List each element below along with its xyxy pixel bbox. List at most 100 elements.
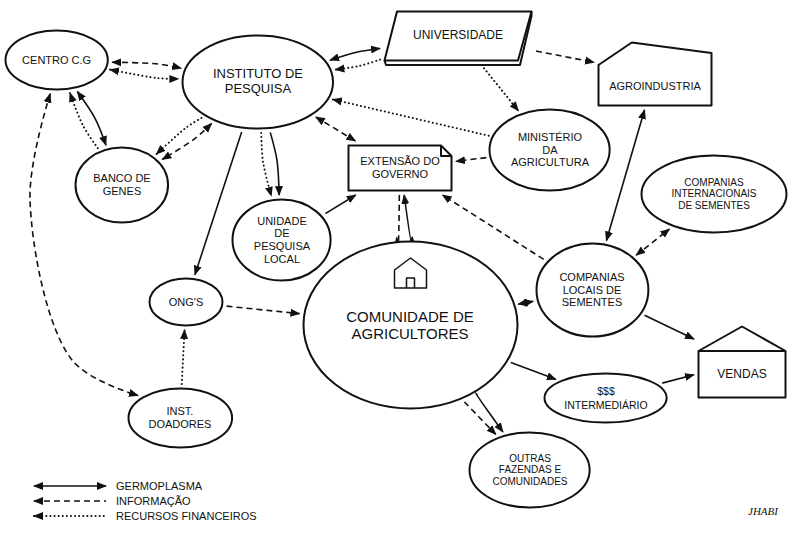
university-book: UNIVERSIDADE xyxy=(383,10,533,62)
germplasm-arrow xyxy=(404,195,412,246)
germplasm-arrow xyxy=(662,375,694,383)
funding-arrow xyxy=(156,118,201,154)
information-arrow xyxy=(536,51,594,62)
center-circle: CENTRO C.G xyxy=(4,29,109,91)
institute-circle: INSTITUTO DE PESQUISA xyxy=(181,34,335,130)
book-outline xyxy=(385,12,532,61)
node-label: UNIVERSIDADE xyxy=(413,29,503,43)
ngo-circle: ONG'S xyxy=(148,277,224,327)
node-label: BANCO DE GENES xyxy=(91,172,153,197)
information-arrow xyxy=(227,306,300,313)
node-label: UNIDADE DE PESQUISA LOCAL xyxy=(249,215,315,266)
legend-row: GERMOPLASMA xyxy=(30,478,257,493)
sales-tent-outline xyxy=(697,325,787,399)
node-label: COMUNIDADE DE AGRICULTORES xyxy=(335,308,485,343)
paper-fold xyxy=(441,146,452,157)
extension-paper: EXTENSÃO DO GOVERNO xyxy=(347,144,453,192)
middleman-circle: $$$ INTERMEDIÁRIO xyxy=(543,372,668,424)
middleman-circle-outline xyxy=(543,372,668,424)
germplasm-arrow xyxy=(270,132,279,195)
outline xyxy=(642,156,787,233)
ministry-circle: MINISTÉRIO DA AGRICULTURA xyxy=(488,108,611,192)
information-arrow xyxy=(162,123,211,159)
legend-sample xyxy=(30,480,110,492)
node-label: VENDAS xyxy=(717,368,766,382)
legend-row: INFORMAÇÃO xyxy=(30,493,257,508)
legend-label: INFORMAÇÃO xyxy=(116,495,191,507)
donor-circle: INST. DOADORES xyxy=(127,387,234,449)
information-arrow xyxy=(636,229,669,255)
outline xyxy=(150,279,223,326)
agroindustry-house: AGROINDUSTRIA xyxy=(597,41,713,107)
node-label: $$$ xyxy=(597,385,615,397)
agroindustry-house-outline xyxy=(597,41,713,107)
node-label: ONG'S xyxy=(169,296,204,309)
node-label: INTERMEDIÁRIO xyxy=(564,399,647,411)
information-arrow xyxy=(464,402,495,435)
node-label: CENTRO C.G xyxy=(22,54,91,67)
information-arrow xyxy=(30,94,138,396)
signature: JHABI xyxy=(748,505,778,517)
node-label: AGROINDUSTRIA xyxy=(609,80,701,93)
information-arrow xyxy=(316,117,356,141)
legend-label: GERMOPLASMA xyxy=(116,480,202,492)
germplasm-arrow xyxy=(606,110,644,240)
local-research-circle: UNIDADE DE PESQUISA LOCAL xyxy=(231,198,332,282)
funding-arrow xyxy=(335,60,380,70)
local-seed-circle: COMPANIAS LOCAIS DE SEMENTES xyxy=(535,242,650,338)
germplasm-arrow xyxy=(330,48,380,60)
funding-arrow xyxy=(110,70,178,79)
funding-arrow xyxy=(481,65,518,111)
community-circle: COMUNIDADE DE AGRICULTORES xyxy=(302,240,519,410)
outline xyxy=(183,36,334,129)
germplasm-arrow xyxy=(518,301,533,304)
outline xyxy=(6,31,108,90)
germplasm-arrow xyxy=(511,363,556,380)
legend-line xyxy=(34,500,106,502)
legend-sample xyxy=(30,510,110,522)
paper-outline xyxy=(349,146,452,191)
node-label: COMPANIAS INTERNACIONAIS DE SEMENTES xyxy=(664,177,764,212)
node-label: EXTENSÃO DO GOVERNO xyxy=(358,155,442,180)
funding-arrow xyxy=(333,99,489,135)
outline xyxy=(76,148,169,223)
germplasm-arrow xyxy=(77,92,106,146)
legend-label: RECURSOS FINANCEIROS xyxy=(116,510,257,522)
funding-arrow xyxy=(70,93,98,148)
other-farms-circle: OUTRAS FAZENDAS E COMUNIDADES xyxy=(468,431,591,509)
legend-row: RECURSOS FINANCEIROS xyxy=(30,508,257,523)
node-label: OUTRAS FAZENDAS E COMUNIDADES xyxy=(489,453,571,488)
germplasm-arrow xyxy=(475,393,503,432)
germplasm-arrow xyxy=(645,315,694,339)
house-icon xyxy=(394,258,426,288)
node-label: INSTITUTO DE PESQUISA xyxy=(206,67,310,97)
outline xyxy=(128,389,232,448)
information-arrow xyxy=(112,62,181,68)
outline xyxy=(303,242,517,409)
legend-sample xyxy=(30,495,110,507)
funding-arrow xyxy=(261,133,271,196)
information-arrow xyxy=(397,195,400,247)
legend-line xyxy=(34,515,106,517)
tent-outline xyxy=(699,327,786,398)
germplasm-arrow xyxy=(325,195,355,214)
outline xyxy=(490,110,610,191)
legend-line xyxy=(34,485,106,487)
node-label: MINISTÉRIO DA AGRICULTURA xyxy=(509,131,591,169)
outline xyxy=(545,374,667,423)
book-pages xyxy=(385,12,532,66)
node-label: INST. DOADORES xyxy=(145,405,215,430)
outline xyxy=(536,244,648,337)
node-label: COMPANIAS LOCAIS DE SEMENTES xyxy=(554,271,630,309)
sales-tent: VENDAS xyxy=(697,325,787,399)
factory-outline xyxy=(599,43,712,106)
tent-eave xyxy=(699,350,786,352)
international-seed-circle: COMPANIAS INTERNACIONAIS DE SEMENTES xyxy=(640,154,788,234)
outline xyxy=(470,433,590,508)
information-arrow xyxy=(456,158,486,162)
outline xyxy=(233,200,331,281)
funding-arrow xyxy=(182,330,185,384)
gene-bank-circle: BANCO DE GENES xyxy=(74,146,170,224)
legend: GERMOPLASMA INFORMAÇÃO RECURSOS FINANCEIRO… xyxy=(30,478,257,523)
